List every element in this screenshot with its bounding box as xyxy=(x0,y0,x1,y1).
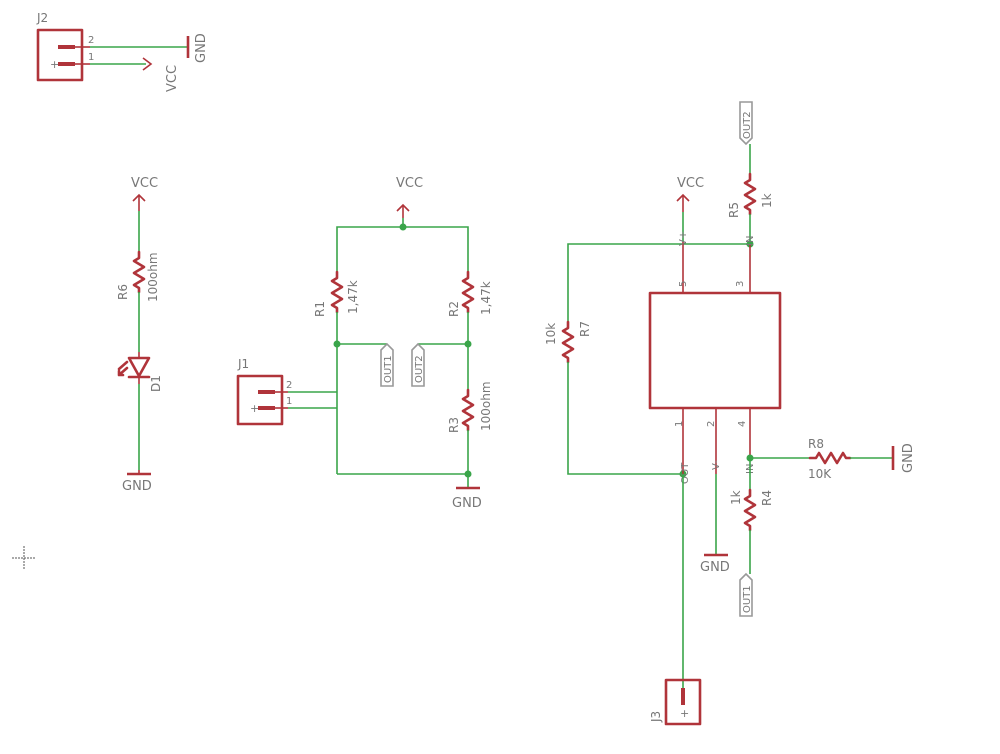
led-gnd-label: GND xyxy=(122,479,152,494)
flag-out1-text: OUT1 xyxy=(383,355,394,383)
r1-value: 1,47k xyxy=(346,280,360,314)
j1-plus-sign: + xyxy=(250,402,259,415)
resistor-r4 xyxy=(743,488,757,532)
r7-name: R7 xyxy=(578,321,592,337)
resistor-r1 xyxy=(330,270,344,314)
r6-name: R6 xyxy=(116,284,130,300)
r5-name: R5 xyxy=(727,202,741,218)
bridge-gnd-label: GND xyxy=(452,496,482,511)
amplifier-circuit: VCC OUT2 R5 1k 10k R7 V+ IN 5 3 1 2 xyxy=(544,101,916,726)
amp-flag-out1 xyxy=(739,572,753,617)
r8-value: 10K xyxy=(808,467,832,481)
connector-j2: J2 2 1 + GND VCC xyxy=(36,11,209,92)
r6-value: 100ohm xyxy=(146,252,160,302)
j3-label: J3 xyxy=(649,711,663,723)
r4-value: 1k xyxy=(729,490,743,505)
j3-plus-sign: + xyxy=(680,707,689,720)
j2-pin2-number: 2 xyxy=(88,35,94,46)
r5-value: 1k xyxy=(760,193,774,208)
flag-out1 xyxy=(380,342,394,387)
ic-pin3-number: 3 xyxy=(735,281,746,287)
bridge-circuit: VCC R1 1,47k R2 1,47k OUT1 OUT2 R3 100oh… xyxy=(236,176,493,511)
resistor-r7 xyxy=(561,320,575,364)
amp-flag-out1-text: OUT1 xyxy=(742,585,753,613)
bridge-vcc-label: VCC xyxy=(396,176,423,191)
flag-out2-text: OUT2 xyxy=(414,355,425,383)
amplifier-ic xyxy=(648,291,782,410)
j1-label: J1 xyxy=(237,357,249,371)
amp-flag-out2 xyxy=(739,101,753,146)
r2-name: R2 xyxy=(447,301,461,317)
r4-name: R4 xyxy=(760,490,774,506)
r2-value: 1,47k xyxy=(479,281,493,315)
r3-name: R3 xyxy=(447,417,461,433)
ic-pin1-number: 1 xyxy=(674,421,685,427)
j1-pin1-number: 1 xyxy=(286,396,292,407)
amp-flag-out2-text: OUT2 xyxy=(742,111,753,139)
flag-out2 xyxy=(411,342,425,387)
j2-vcc-label: VCC xyxy=(165,65,180,92)
r8-name: R8 xyxy=(808,437,824,451)
j2-pin1-number: 1 xyxy=(88,52,94,63)
led-vcc-label: VCC xyxy=(131,176,158,191)
led-branch: VCC R6 100ohm D1 GND xyxy=(116,176,163,494)
ic-pin-vminus-name: V- xyxy=(711,460,722,470)
amp-gnd-label-right: GND xyxy=(901,443,916,473)
amp-vcc-label: VCC xyxy=(677,176,704,191)
j2-plus-sign: + xyxy=(50,58,59,71)
r1-name: R1 xyxy=(313,301,327,317)
r7-value: 10k xyxy=(544,323,558,345)
resistor-r8 xyxy=(808,451,852,465)
j2-vcc-arrow xyxy=(142,57,153,71)
origin-crosshair xyxy=(12,546,36,570)
j2-gnd-label: GND xyxy=(194,33,209,63)
amp-gnd-label-lower: GND xyxy=(700,560,730,575)
resistor-r5 xyxy=(743,172,757,216)
ic-pin-out-name: OUT xyxy=(680,462,691,484)
connector-j1: J1 2 1 + xyxy=(236,357,292,426)
ic-pin-vplus-name: V+ xyxy=(678,231,689,246)
ic-pin5-number: 5 xyxy=(678,281,689,287)
d1-name: D1 xyxy=(149,375,163,392)
resistor-r2 xyxy=(461,270,475,314)
j2-label: J2 xyxy=(36,11,48,25)
resistor-r3 xyxy=(461,388,475,432)
ic-pin-in-upper-name: IN xyxy=(745,236,756,246)
r3-value: 100ohm xyxy=(479,381,493,431)
led-d1 xyxy=(117,352,151,384)
connector-j3: + J3 xyxy=(649,678,702,726)
resistor-r6 xyxy=(132,250,146,294)
ic-pin4-number: 4 xyxy=(737,421,748,427)
ic-pin2-number: 2 xyxy=(706,421,717,427)
j1-pin2-number: 2 xyxy=(286,380,292,391)
